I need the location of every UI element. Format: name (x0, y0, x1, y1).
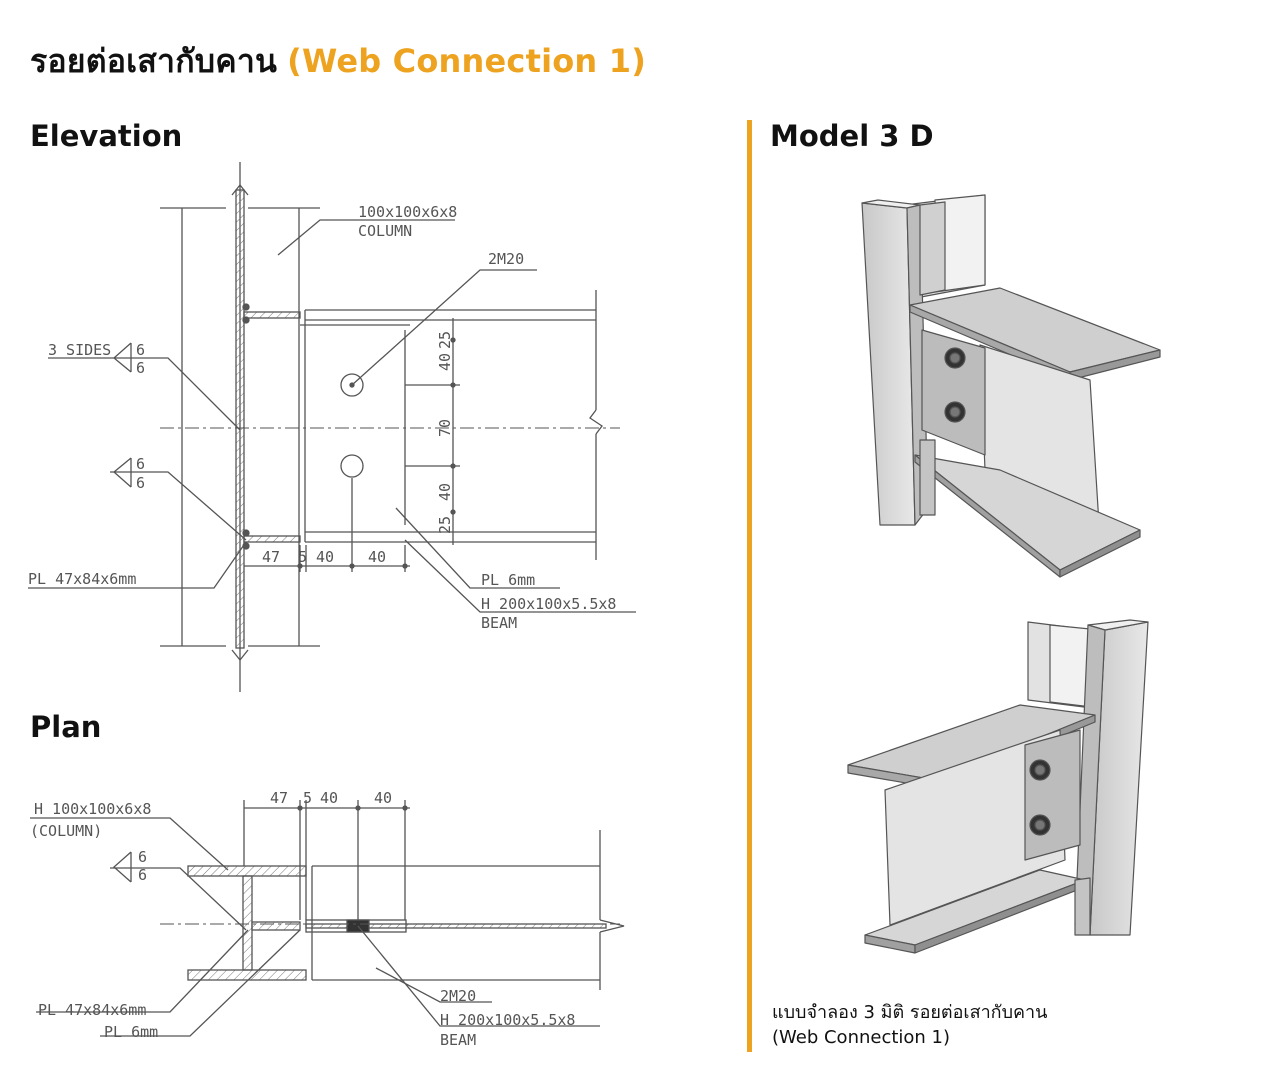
plan-hdim-2: 5 (303, 789, 312, 807)
elev-column-size: 100x100x6x8 (358, 203, 457, 221)
elev-vdim-1: 25 (436, 331, 454, 349)
elev-vdim-4: 40 (436, 483, 454, 501)
elev-beam-size: H 200x100x5.5x8 (481, 595, 616, 613)
page-title: รอยต่อเสากับคาน(Web Connection 1) (30, 36, 646, 87)
title-english: (Web Connection 1) (287, 42, 647, 80)
plan-weld-size-1: 6 (138, 848, 147, 866)
elev-vdim-2: 40 (436, 353, 454, 371)
plan-hdim-3: 40 (320, 789, 338, 807)
elev-weld-size-4: 6 (136, 474, 145, 492)
elev-weld-size-2: 6 (136, 359, 145, 377)
caption-line-1: แบบจำลอง 3 มิติ รอยต่อเสากับคาน (772, 1002, 1048, 1023)
model-3d-top (861, 194, 1161, 578)
section-divider (747, 120, 752, 1052)
heading-model: Model 3 D (770, 119, 934, 153)
elev-hdim-3: 40 (316, 548, 334, 566)
elev-bolts-label: 2M20 (488, 250, 524, 268)
elev-weld-size-1: 6 (136, 341, 145, 359)
model-caption: แบบจำลอง 3 มิติ รอยต่อเสากับคาน (Web Con… (772, 1000, 1047, 1050)
heading-elevation: Elevation (30, 119, 183, 153)
plan-plate-b: PL 6mm (104, 1023, 158, 1041)
plan-drawing (30, 800, 625, 1037)
plan-beam-size: H 200x100x5.5x8 (440, 1011, 575, 1029)
plan-plate-a: PL 47x84x6mm (38, 1001, 146, 1019)
elevation-drawing (28, 162, 636, 692)
heading-plan: Plan (30, 710, 102, 744)
elev-vdim-5: 25 (436, 516, 454, 534)
title-thai: รอยต่อเสากับคาน (30, 42, 278, 80)
caption-line-2: (Web Connection 1) (772, 1027, 951, 1048)
plan-hdim-1: 47 (270, 789, 288, 807)
plan-bolts-label: 2M20 (440, 987, 476, 1005)
elev-hdim-4: 40 (368, 548, 386, 566)
plan-weld-size-2: 6 (138, 866, 147, 884)
elev-hdim-2: 5 (298, 548, 307, 566)
elev-vdim-3: 70 (436, 419, 454, 437)
elev-weld-3sides: 3 SIDES (48, 341, 111, 359)
plan-beam-word: BEAM (440, 1031, 476, 1049)
elev-plate-a: PL 47x84x6mm (28, 570, 136, 588)
elev-weld-size-3: 6 (136, 455, 145, 473)
plan-column-size: H 100x100x6x8 (34, 800, 151, 818)
model-3d-bottom (847, 619, 1149, 954)
elev-hdim-1: 47 (262, 548, 280, 566)
elev-column-word: COLUMN (358, 222, 412, 240)
plan-column-word: (COLUMN) (30, 822, 102, 840)
elev-plate-b: PL 6mm (481, 571, 535, 589)
plan-hdim-4: 40 (374, 789, 392, 807)
elev-beam-word: BEAM (481, 614, 517, 632)
